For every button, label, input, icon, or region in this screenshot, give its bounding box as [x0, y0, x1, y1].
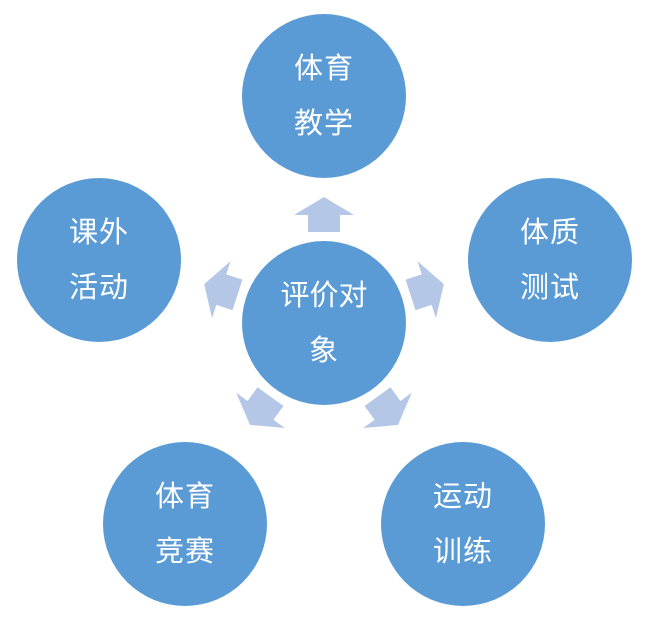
node-left-line1: 课外 — [68, 215, 129, 249]
center-node-line2: 象 — [308, 333, 339, 367]
arrow-to-right-node — [204, 261, 243, 319]
arrow-to-bottom-right-node — [236, 387, 285, 429]
node-top-line2: 教学 — [293, 106, 354, 140]
node-bottom-left: 体育 竞赛 — [103, 442, 267, 606]
arrow-to-top-node — [294, 197, 354, 232]
arrow-to-bottom-left-node — [363, 387, 412, 429]
node-left-line2: 活动 — [68, 270, 129, 304]
node-right-line1: 体质 — [519, 215, 580, 249]
node-bottom-left-line2: 竞赛 — [154, 534, 215, 568]
center-node-line1: 评价对 — [280, 278, 368, 312]
node-top: 体育 教学 — [242, 14, 406, 178]
node-bottom-right-line2: 训练 — [432, 534, 493, 568]
node-bottom-right-line1: 运动 — [432, 479, 493, 513]
node-left: 课外 活动 — [17, 178, 181, 342]
center-node: 评价对 象 — [242, 241, 406, 405]
arrow-to-left-node — [405, 261, 444, 319]
node-bottom-left-line1: 体育 — [154, 479, 215, 513]
node-bottom-right: 运动 训练 — [381, 442, 545, 606]
node-right-line2: 测试 — [519, 270, 580, 304]
node-top-line1: 体育 — [293, 51, 354, 85]
node-right: 体质 测试 — [468, 178, 632, 342]
